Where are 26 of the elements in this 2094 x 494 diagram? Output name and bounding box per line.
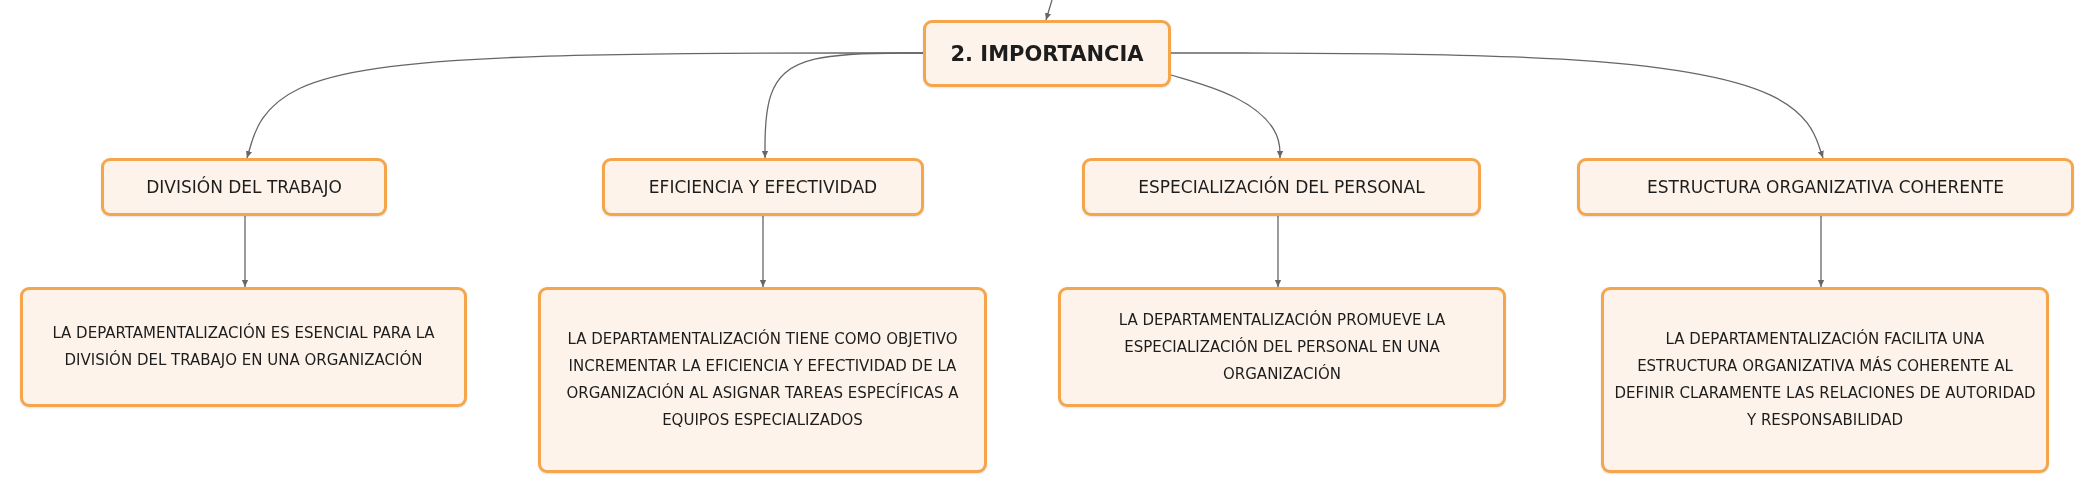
- description-text: LA DEPARTAMENTALIZACIÓN PROMUEVE LA ESPECIALIZACIÓN DEL PERSONAL EN UNA ORGANIZACIÓN: [1117, 309, 1447, 385]
- arrow: [1045, 0, 1053, 21]
- subtopic-label: ESTRUCTURA ORGANIZATIVA COHERENTE: [1647, 177, 2004, 197]
- arrow: [1170, 74, 1284, 159]
- description-box: [1058, 287, 1506, 407]
- description-text: LA DEPARTAMENTALIZACIÓN ES ESENCIAL PARA LA DIVISIÓN DEL TRABAJO EN UNA ORGANIZACIÓN: [51, 322, 436, 371]
- arrow: [761, 52, 924, 159]
- arrow: [1817, 215, 1825, 288]
- topic-title: 2. IMPORTANCIA: [950, 41, 1144, 66]
- subtopic-box: [1577, 158, 2074, 216]
- description-text: LA DEPARTAMENTALIZACIÓN FACILITA UNA ESTRUCTURA ORGANIZATIVA MÁS COHERENTE AL DEFINIR CLARAMENTE LAS RELACIONES DE AUTORIDAD Y RESPONSABILIDAD: [1613, 328, 2037, 431]
- subtopic-label: DIVISIÓN DEL TRABAJO: [146, 177, 342, 197]
- subtopic-box: [602, 158, 924, 216]
- arrow: [1274, 215, 1282, 288]
- subtopic-label: EFICIENCIA Y EFECTIVIDAD: [648, 177, 878, 197]
- subtopic-box: [1082, 158, 1481, 216]
- description-box: [20, 287, 467, 407]
- arrow: [759, 215, 767, 288]
- arrow: [1170, 52, 1824, 159]
- topic-box: [923, 20, 1171, 87]
- subtopic-box: [101, 158, 387, 216]
- description-box: [538, 287, 987, 473]
- description-text: LA DEPARTAMENTALIZACIÓN TIENE COMO OBJETIVO INCREMENTAR LA EFICIENCIA Y EFECTIVIDAD DE LA ORGANIZACIÓN AL ASIGNAR TAREAS ESPECÍFICAS A EQUIPOS ESPECIALIZADOS: [565, 328, 960, 431]
- arrow: [241, 215, 249, 288]
- subtopic-label: ESPECIALIZACIÓN DEL PERSONAL: [1138, 177, 1425, 197]
- description-box: [1601, 287, 2049, 473]
